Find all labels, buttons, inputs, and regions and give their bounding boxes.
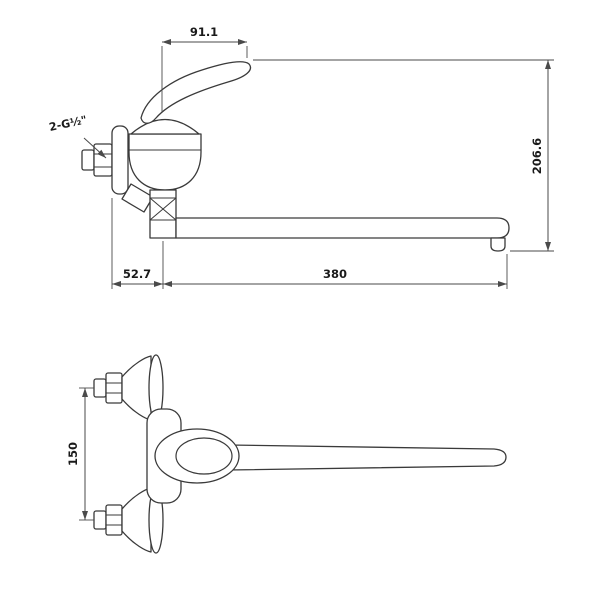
inlet-flange-bottom <box>93 486 164 554</box>
inlet-nut-front <box>105 372 123 404</box>
spout-front <box>223 444 507 471</box>
side-view: 91.1 206.6 52.7 380 2-G½" <box>48 25 554 289</box>
leader-line <box>83 137 107 159</box>
inlet-nut-front <box>105 504 123 536</box>
handle-rim-detail <box>175 437 233 475</box>
inlet-stub-front <box>93 378 107 398</box>
dim-text-spout-length: 380 <box>323 267 347 281</box>
riser-pipe-side <box>149 189 177 239</box>
inlet-stub-side <box>81 149 95 171</box>
inlet-flange-top <box>93 354 164 422</box>
dim-bottom-chain: 52.7 380 <box>111 198 508 289</box>
inlet-nut-side <box>93 143 113 177</box>
escutcheon-bell-front <box>121 355 152 421</box>
escutcheon-side <box>111 125 129 195</box>
dim-inlet-spacing: 150 <box>66 387 94 521</box>
dim-text-overall-height: 206.6 <box>530 138 544 174</box>
escutcheon-bell-front <box>121 487 152 553</box>
dim-text-wall-offset: 52.7 <box>123 267 151 281</box>
dim-handle-reach: 91.1 <box>161 25 248 112</box>
lever-handle-front <box>154 428 240 484</box>
mixer-body-side <box>128 133 202 191</box>
dim-text-inlet-spacing: 150 <box>66 442 80 466</box>
lever-handle-side <box>140 61 252 124</box>
knurl-hatch-line <box>149 197 177 221</box>
dim-overall-height: 206.6 <box>253 59 554 252</box>
front-view: 150 <box>66 354 507 554</box>
spout-side <box>175 217 510 239</box>
thread-label: 2-G½" <box>48 113 88 134</box>
handle-dome-side <box>130 118 200 135</box>
spout-outlet-side <box>490 237 506 252</box>
inlet-stub-front <box>93 510 107 530</box>
lower-inlet-side <box>121 183 154 213</box>
dim-text-handle-reach: 91.1 <box>190 25 218 39</box>
